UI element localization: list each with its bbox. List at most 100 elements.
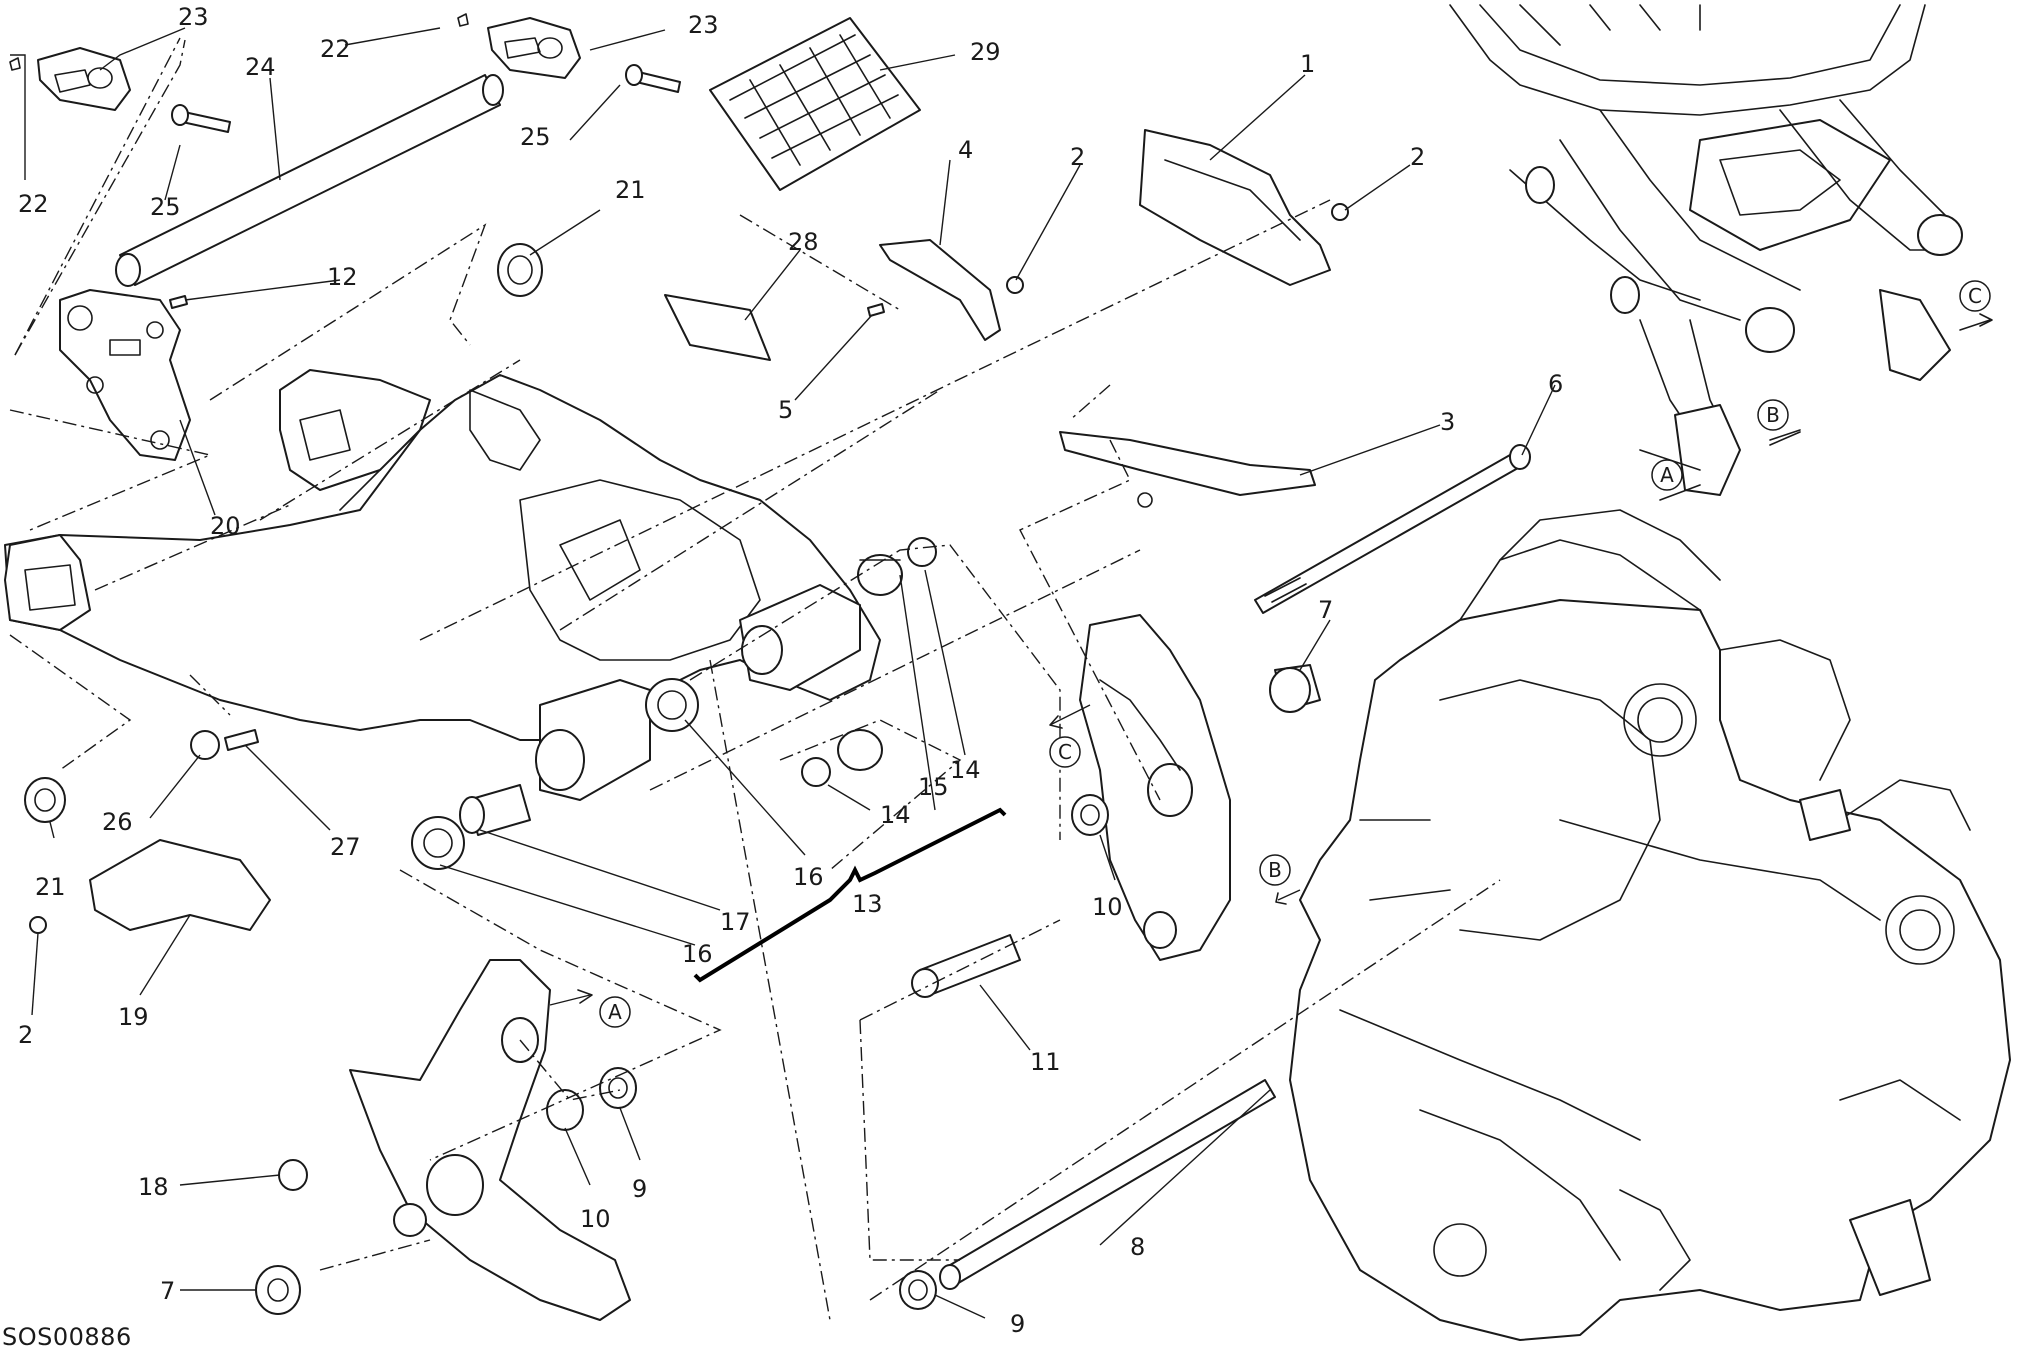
- callout-27: 27: [330, 833, 361, 861]
- svg-text:B: B: [1766, 403, 1780, 427]
- group-13-brace: [693, 807, 1007, 983]
- svg-text:A: A: [608, 1000, 622, 1024]
- callout-25: 25: [520, 123, 551, 151]
- screw-2-left-part: [29, 916, 47, 934]
- callout-labels: 1 2 2 2 3 4 5 6 7 7 8 9 9 10 10 11 12 13…: [18, 3, 1563, 1338]
- bracket-23-right-part: [457, 13, 581, 79]
- bush-17-part: [459, 784, 531, 836]
- callout-9: 9: [1010, 1310, 1025, 1338]
- ring-14-top-part: [907, 537, 937, 567]
- slider-3-part: [1059, 431, 1316, 508]
- guard-1-part: [1139, 129, 1331, 286]
- grille-29-part: [709, 17, 921, 191]
- bolt-25-right-part: [625, 64, 681, 93]
- nut-21-left-part: [24, 777, 66, 823]
- callout-14: 14: [880, 801, 911, 829]
- callout-10: 10: [580, 1205, 611, 1233]
- callout-16: 16: [793, 863, 824, 891]
- callout-23: 23: [178, 3, 209, 31]
- callout-28: 28: [788, 228, 819, 256]
- linkage-part: [349, 959, 631, 1321]
- callout-15: 15: [918, 773, 949, 801]
- sticker-28-part: [664, 294, 771, 361]
- seal-16-lower-part: [411, 816, 465, 870]
- svg-text:A: A: [1660, 463, 1674, 487]
- callout-24: 24: [245, 53, 276, 81]
- callout-2: 2: [1070, 143, 1085, 171]
- callout-8: 8: [1130, 1233, 1145, 1261]
- ring-14-bottom-part: [801, 757, 831, 787]
- callout-10: 10: [1092, 893, 1123, 921]
- callout-20: 20: [210, 512, 241, 540]
- callout-19: 19: [118, 1003, 149, 1031]
- reference-markers: A A B B C C: [549, 280, 1991, 1028]
- callout-7: 7: [160, 1277, 175, 1305]
- svg-text:C: C: [1058, 740, 1072, 764]
- bracket-23-left-part: [9, 47, 131, 111]
- ref-marker-c-hub: C: [1049, 704, 1091, 768]
- callout-4: 4: [958, 136, 973, 164]
- callout-22: 22: [18, 190, 49, 218]
- ref-marker-a-frame: A: [1651, 459, 1683, 491]
- bolt-25-left-part: [171, 104, 231, 133]
- cover-19-part: [89, 839, 271, 931]
- callout-6: 6: [1548, 370, 1563, 398]
- pin-8-part: [939, 1079, 1276, 1290]
- screw-2-right-part: [1331, 203, 1349, 221]
- spacer-11-part: [911, 934, 1021, 998]
- callout-25: 25: [150, 193, 181, 221]
- cap-7-bottom-part: [255, 1265, 301, 1315]
- callout-2: 2: [1410, 143, 1425, 171]
- callout-14: 14: [950, 756, 981, 784]
- cap-9-left-part: [599, 1067, 637, 1109]
- slider-4-part: [879, 239, 1001, 341]
- callout-11: 11: [1030, 1048, 1061, 1076]
- bush-10-left-part: [546, 1089, 584, 1131]
- callout-29: 29: [970, 38, 1001, 66]
- callout-22: 22: [320, 35, 351, 63]
- screw-2-mid-part: [1006, 276, 1024, 294]
- callout-5: 5: [778, 396, 793, 424]
- callout-18: 18: [138, 1173, 169, 1201]
- callout-23: 23: [688, 11, 719, 39]
- ref-marker-c-frame: C: [1959, 280, 1991, 312]
- axle-6-part: [1254, 444, 1531, 614]
- screw-5-part: [867, 303, 885, 317]
- callout-3: 3: [1440, 408, 1455, 436]
- ref-marker-a-linkage: A: [549, 989, 631, 1028]
- bush-10-right-part: [1071, 794, 1109, 836]
- cap-9-bottom-part: [899, 1270, 937, 1310]
- bearing-15-bottom-part: [837, 729, 883, 771]
- plate-20-part: [59, 289, 191, 461]
- callout-1: 1: [1300, 50, 1315, 78]
- screw-12-part: [169, 295, 188, 309]
- svg-text:C: C: [1968, 284, 1982, 308]
- callout-2: 2: [18, 1021, 33, 1049]
- tube-24-part: [115, 74, 504, 287]
- callout-17: 17: [720, 908, 751, 936]
- callout-16: 16: [682, 940, 713, 968]
- svg-text:B: B: [1268, 858, 1282, 882]
- chain-guard-top-part: [279, 369, 431, 491]
- cap-7-top-part: [1269, 664, 1321, 713]
- ref-marker-b-frame: B: [1757, 399, 1789, 431]
- seal-16-upper-part: [645, 678, 699, 732]
- ref-marker-b-engine: B: [1259, 854, 1301, 905]
- nut-18-part: [278, 1159, 308, 1191]
- leader-lines: [10, 27, 1556, 1319]
- callout-7: 7: [1318, 596, 1333, 624]
- hub-carrier-part: [1079, 614, 1231, 961]
- callout-13: 13: [852, 890, 883, 918]
- swingarm-part: [4, 374, 881, 801]
- drawing-code: SOS00886: [2, 1323, 132, 1351]
- clip-26-part: [190, 729, 259, 760]
- bearing-15-top-part: [857, 554, 903, 596]
- engine-part: [1289, 509, 2011, 1341]
- rear-frame-part: [1449, 4, 1993, 501]
- callout-21: 21: [615, 176, 646, 204]
- callout-12: 12: [327, 263, 358, 291]
- callout-9: 9: [632, 1175, 647, 1203]
- callout-21: 21: [35, 873, 66, 901]
- callout-26: 26: [102, 808, 133, 836]
